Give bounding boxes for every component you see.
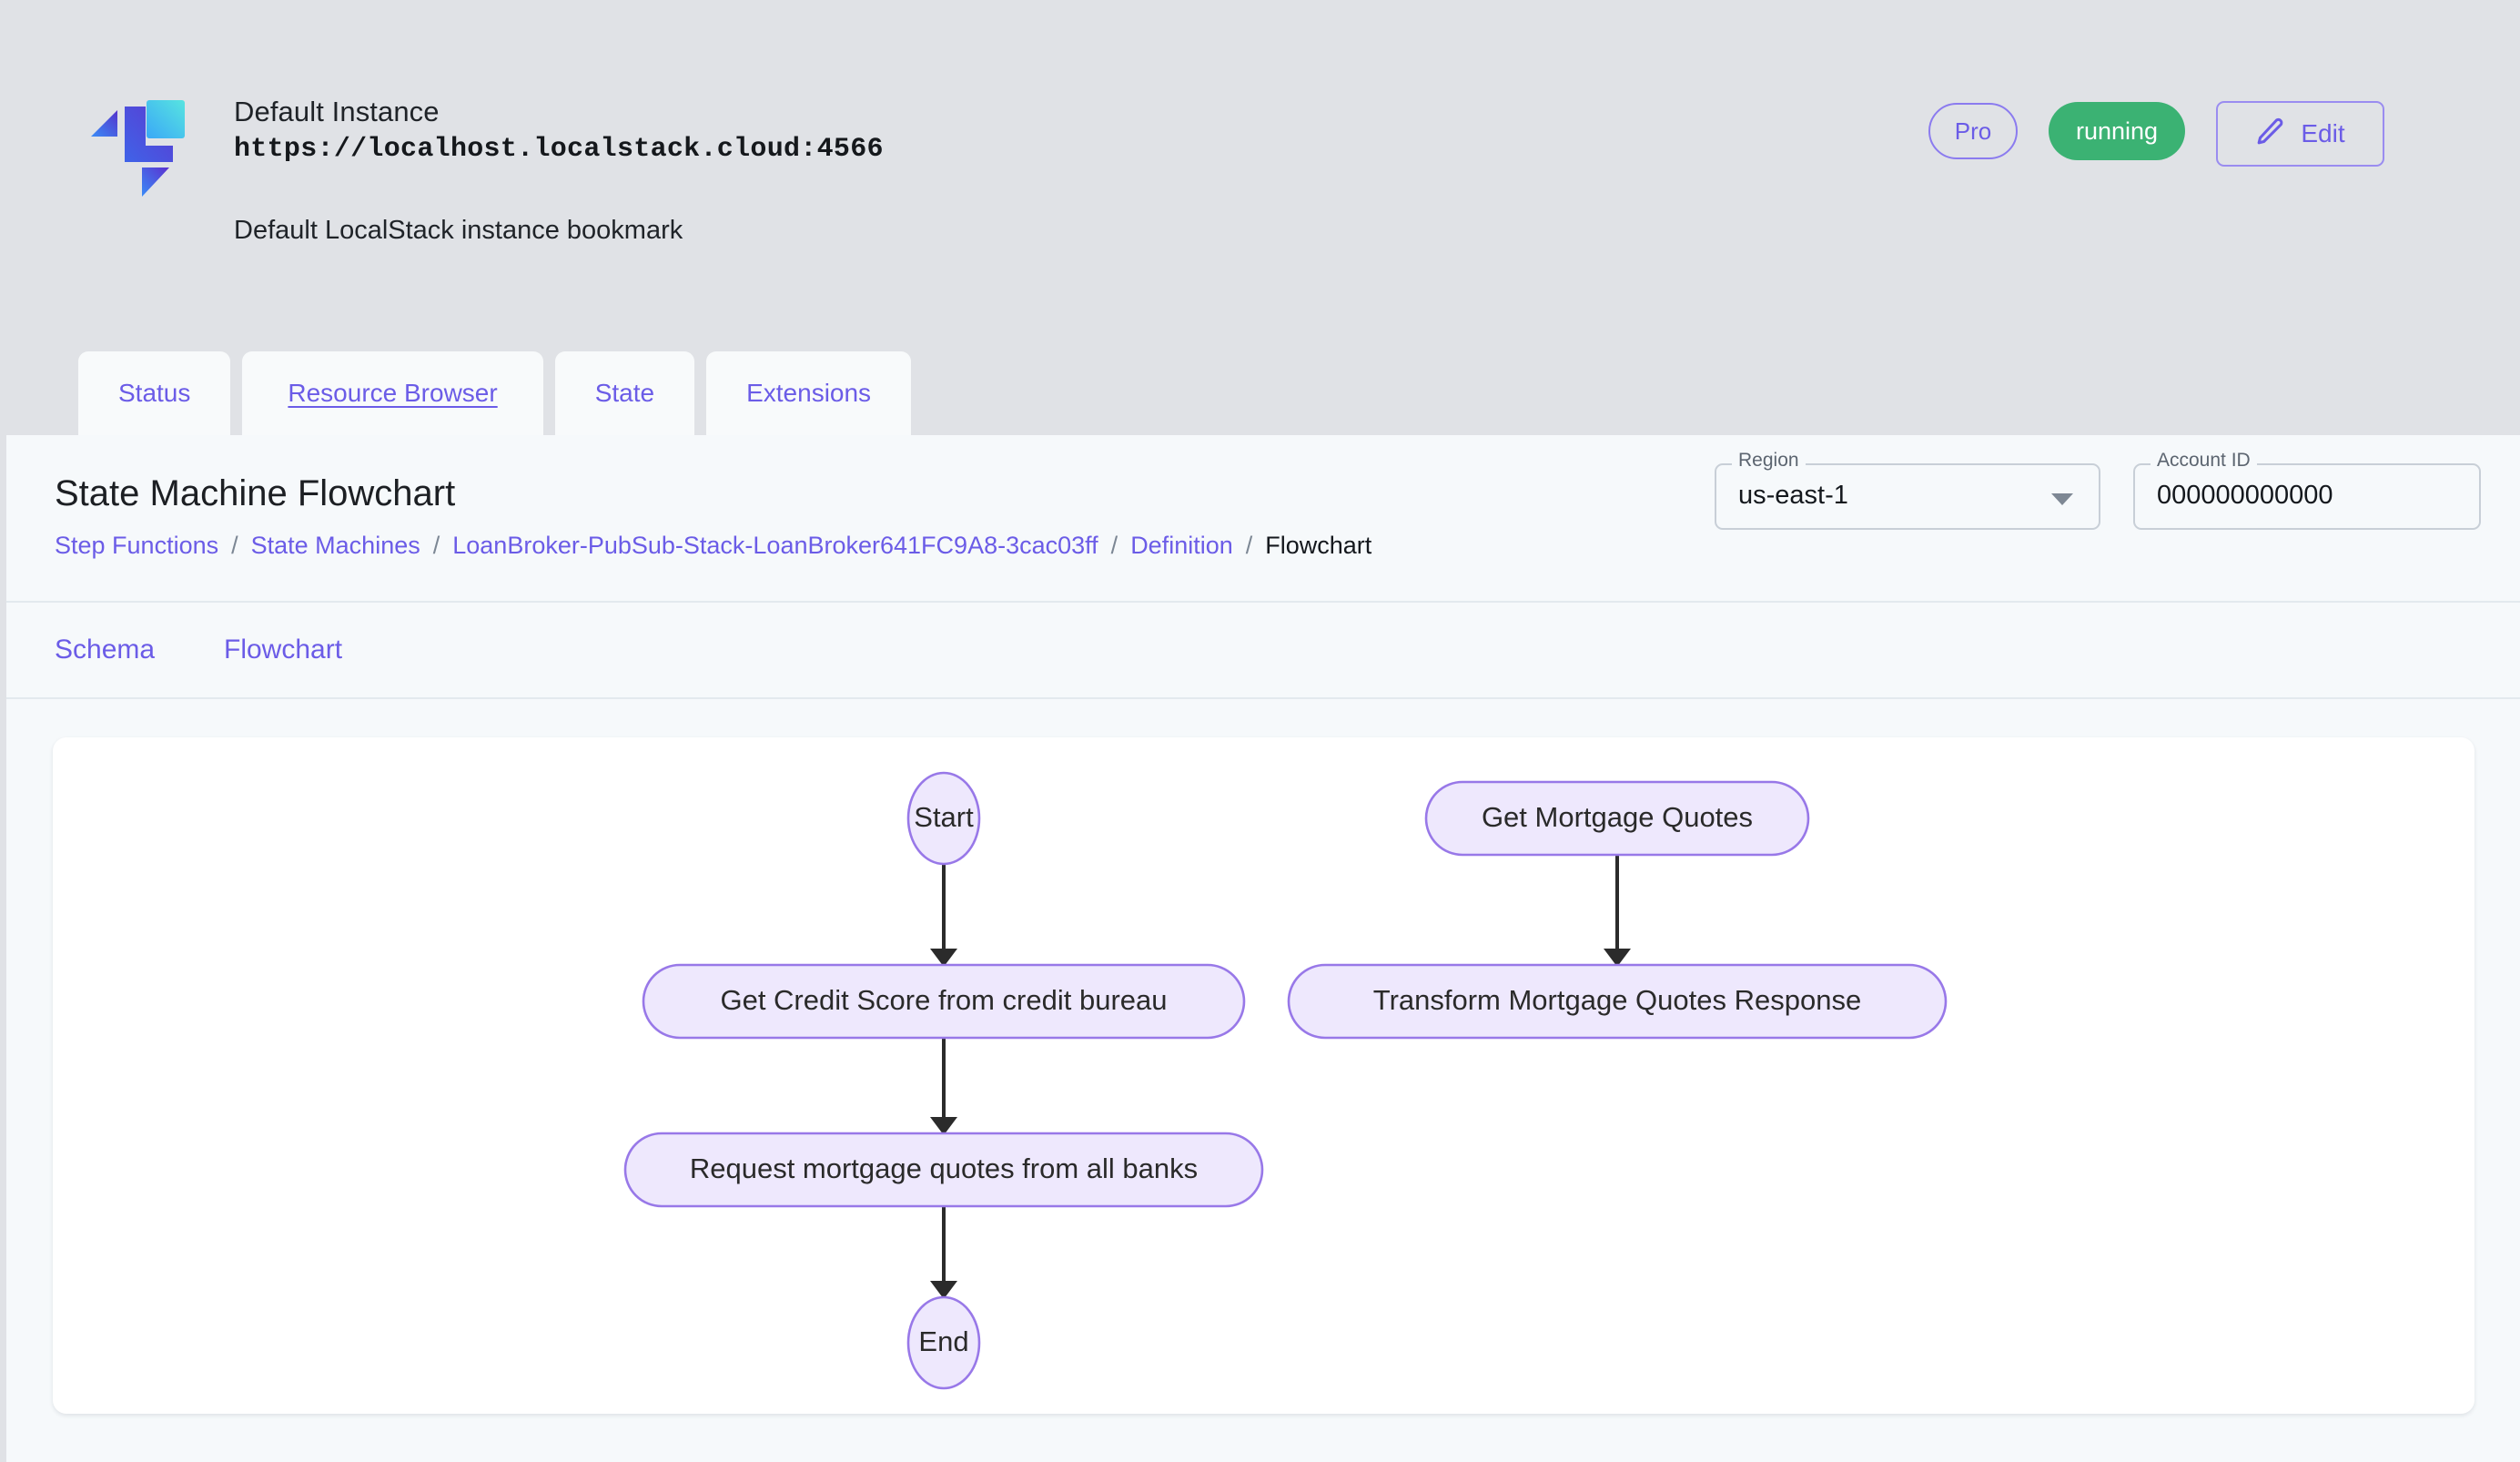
flow-node-label: Get Credit Score from credit bureau xyxy=(720,984,1167,1016)
tab-status[interactable]: Status xyxy=(78,351,231,435)
breadcrumb-separator: / xyxy=(1110,532,1118,559)
edit-button-label: Edit xyxy=(2301,119,2345,147)
flow-node-label: Start xyxy=(914,801,974,833)
pro-badge-label: Pro xyxy=(1954,117,1992,145)
flow-node-shape xyxy=(1287,963,1948,1040)
account-id-value: 000000000000 xyxy=(2157,481,2333,510)
flow-arrowhead xyxy=(930,1281,957,1299)
chevron-down-icon[interactable] xyxy=(2051,493,2073,505)
flow-node-end[interactable]: End xyxy=(906,1295,981,1390)
flow-node-shape xyxy=(642,963,1246,1040)
flow-node-getquotes[interactable]: Get Mortgage Quotes xyxy=(1424,780,1810,857)
flow-node-shape xyxy=(623,1132,1264,1208)
flow-node-shape xyxy=(1424,780,1810,857)
subtab-flowchart-label: Flowchart xyxy=(224,635,343,665)
flow-arrowhead xyxy=(1604,949,1631,967)
instance-title: Default Instance xyxy=(234,96,440,127)
tab-resource-browser[interactable]: Resource Browser xyxy=(242,351,543,435)
account-id-field[interactable]: Account ID 000000000000 xyxy=(2133,450,2481,530)
flow-node-transform[interactable]: Transform Mortgage Quotes Response xyxy=(1287,963,1948,1040)
tab-state[interactable]: State xyxy=(554,351,695,435)
flow-arrowhead xyxy=(930,1117,957,1135)
flow-arrowhead xyxy=(930,949,957,967)
tab-state-label: State xyxy=(594,379,655,407)
tab-extensions[interactable]: Extensions xyxy=(706,351,912,435)
page-header-bar: State Machine Flowchart Step Functions /… xyxy=(6,435,2520,601)
instance-description: Default LocalStack instance bookmark xyxy=(234,216,683,245)
breadcrumb-item-state-machines[interactable]: State Machines xyxy=(250,532,420,559)
flow-node-shape xyxy=(906,771,981,866)
content-panel: State Machine Flowchart Step Functions /… xyxy=(6,435,2520,1462)
edit-button[interactable]: Edit xyxy=(2216,101,2384,167)
region-select-value: us-east-1 xyxy=(1738,481,1848,510)
page-title: State Machine Flowchart xyxy=(55,473,456,513)
flow-node-request[interactable]: Request mortgage quotes from all banks xyxy=(623,1132,1264,1208)
pro-badge[interactable]: Pro xyxy=(1928,103,2018,159)
breadcrumb-item-state-machine-name[interactable]: LoanBroker-PubSub-Stack-LoanBroker641FC9… xyxy=(452,532,1098,559)
tab-status-label: Status xyxy=(118,379,191,407)
breadcrumb-item-definition[interactable]: Definition xyxy=(1130,532,1233,559)
instance-header: Default Instance https://localhost.local… xyxy=(0,0,2520,435)
flow-node-shape xyxy=(906,1295,981,1390)
breadcrumb-item-step-functions[interactable]: Step Functions xyxy=(55,532,219,559)
breadcrumb-item-flowchart: Flowchart xyxy=(1265,532,1372,559)
status-badge-label: running xyxy=(2075,117,2159,145)
subtab-schema-label: Schema xyxy=(55,635,156,665)
status-badge[interactable]: running xyxy=(2049,102,2185,160)
region-select-legend: Region xyxy=(1732,450,1806,472)
tab-extensions-label: Extensions xyxy=(746,379,872,407)
region-select[interactable]: Region us-east-1 xyxy=(1715,450,2100,530)
tab-resource-browser-label: Resource Browser xyxy=(288,379,498,407)
divider xyxy=(6,697,2520,699)
flow-node-label: End xyxy=(918,1325,968,1357)
breadcrumb-separator: / xyxy=(432,532,440,559)
localstack-logo-icon xyxy=(89,84,189,200)
pencil-icon xyxy=(2255,117,2285,151)
flow-node-label: Transform Mortgage Quotes Response xyxy=(1373,984,1861,1016)
subtab-flowchart[interactable]: Flowchart xyxy=(224,603,342,697)
flow-node-label: Get Mortgage Quotes xyxy=(1482,801,1753,833)
breadcrumb-separator: / xyxy=(231,532,238,559)
breadcrumb: Step Functions / State Machines / LoanBr… xyxy=(55,532,1371,560)
flow-node-credit[interactable]: Get Credit Score from credit bureau xyxy=(642,963,1246,1040)
divider xyxy=(6,601,2520,603)
resource-subtabs: Schema Flowchart xyxy=(6,603,2520,697)
breadcrumb-separator: / xyxy=(1245,532,1253,559)
subtab-schema[interactable]: Schema xyxy=(55,603,155,697)
instance-brand-row: Default Instance https://localhost.local… xyxy=(0,0,2520,273)
instance-url: https://localhost.localstack.cloud:4566 xyxy=(234,134,884,165)
account-id-legend: Account ID xyxy=(2151,450,2257,472)
flow-node-label: Request mortgage quotes from all banks xyxy=(690,1152,1198,1184)
flow-node-start[interactable]: Start xyxy=(906,771,981,866)
